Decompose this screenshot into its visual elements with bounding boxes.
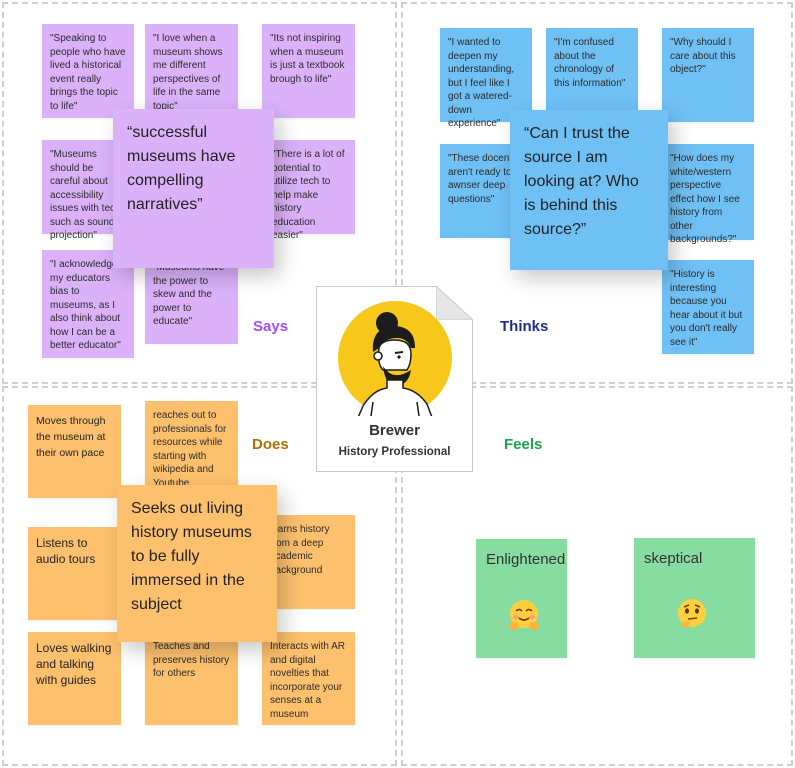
does-note[interactable]: Loves walking and talking with guides bbox=[28, 632, 121, 725]
feels-label: Feels bbox=[504, 436, 543, 453]
says-note[interactable]: "I love when a museum shows me different… bbox=[145, 24, 238, 118]
feels-note-skeptical[interactable]: skeptical bbox=[634, 538, 755, 658]
persona-role: History Professional bbox=[338, 446, 451, 458]
says-note[interactable]: "Its not inspiring when a museum is just… bbox=[262, 24, 355, 118]
does-note[interactable]: Teaches and preserves history for others bbox=[145, 632, 238, 725]
thinks-note[interactable]: "How does my white/western perspective e… bbox=[662, 144, 754, 245]
says-note[interactable]: "I acknowledge my educators bias to muse… bbox=[42, 250, 134, 358]
does-highlight-note[interactable]: Seeks out living history museums to be f… bbox=[117, 485, 277, 642]
thinks-note[interactable]: "History is interesting because you hear… bbox=[662, 260, 754, 354]
thinking-face-emoji-icon bbox=[678, 599, 706, 628]
feels-note-label: skeptical bbox=[644, 550, 703, 567]
thinks-label: Thinks bbox=[500, 318, 549, 335]
persona-name: Brewer bbox=[369, 422, 420, 439]
does-note[interactable]: reaches out to professionals for resourc… bbox=[145, 401, 238, 495]
thinks-highlight-note[interactable]: “Can I trust the source I am looking at?… bbox=[510, 110, 668, 270]
says-highlight-note[interactable]: “successful museums have compelling narr… bbox=[113, 109, 274, 268]
says-note[interactable]: "Speaking to people who have lived a his… bbox=[42, 24, 134, 118]
thinks-note[interactable]: "I'm confused about the chronology of th… bbox=[546, 28, 638, 122]
says-note[interactable]: "There is a lot of potential to utilize … bbox=[264, 140, 355, 241]
avatar bbox=[338, 301, 452, 416]
does-note[interactable]: Moves through the museum at their own pa… bbox=[28, 405, 121, 498]
does-note[interactable]: Listens to audio tours bbox=[28, 527, 121, 620]
feels-note-label: Enlightened bbox=[486, 551, 566, 568]
does-label: Does bbox=[252, 436, 289, 453]
page-fold-icon bbox=[436, 286, 473, 320]
thinks-note[interactable]: "I wanted to deepen my understanding, bu… bbox=[440, 28, 532, 129]
smiling-hug-emoji-icon bbox=[509, 600, 539, 630]
thinks-note[interactable]: "Why should I care about this object?" bbox=[662, 28, 754, 122]
says-label: Says bbox=[253, 318, 289, 335]
feels-note-enlightened[interactable]: Enlightened bbox=[476, 539, 567, 658]
does-note[interactable]: Interacts with AR and digital novelties … bbox=[262, 632, 355, 725]
does-note[interactable]: learns history from a deep academic back… bbox=[262, 515, 355, 609]
